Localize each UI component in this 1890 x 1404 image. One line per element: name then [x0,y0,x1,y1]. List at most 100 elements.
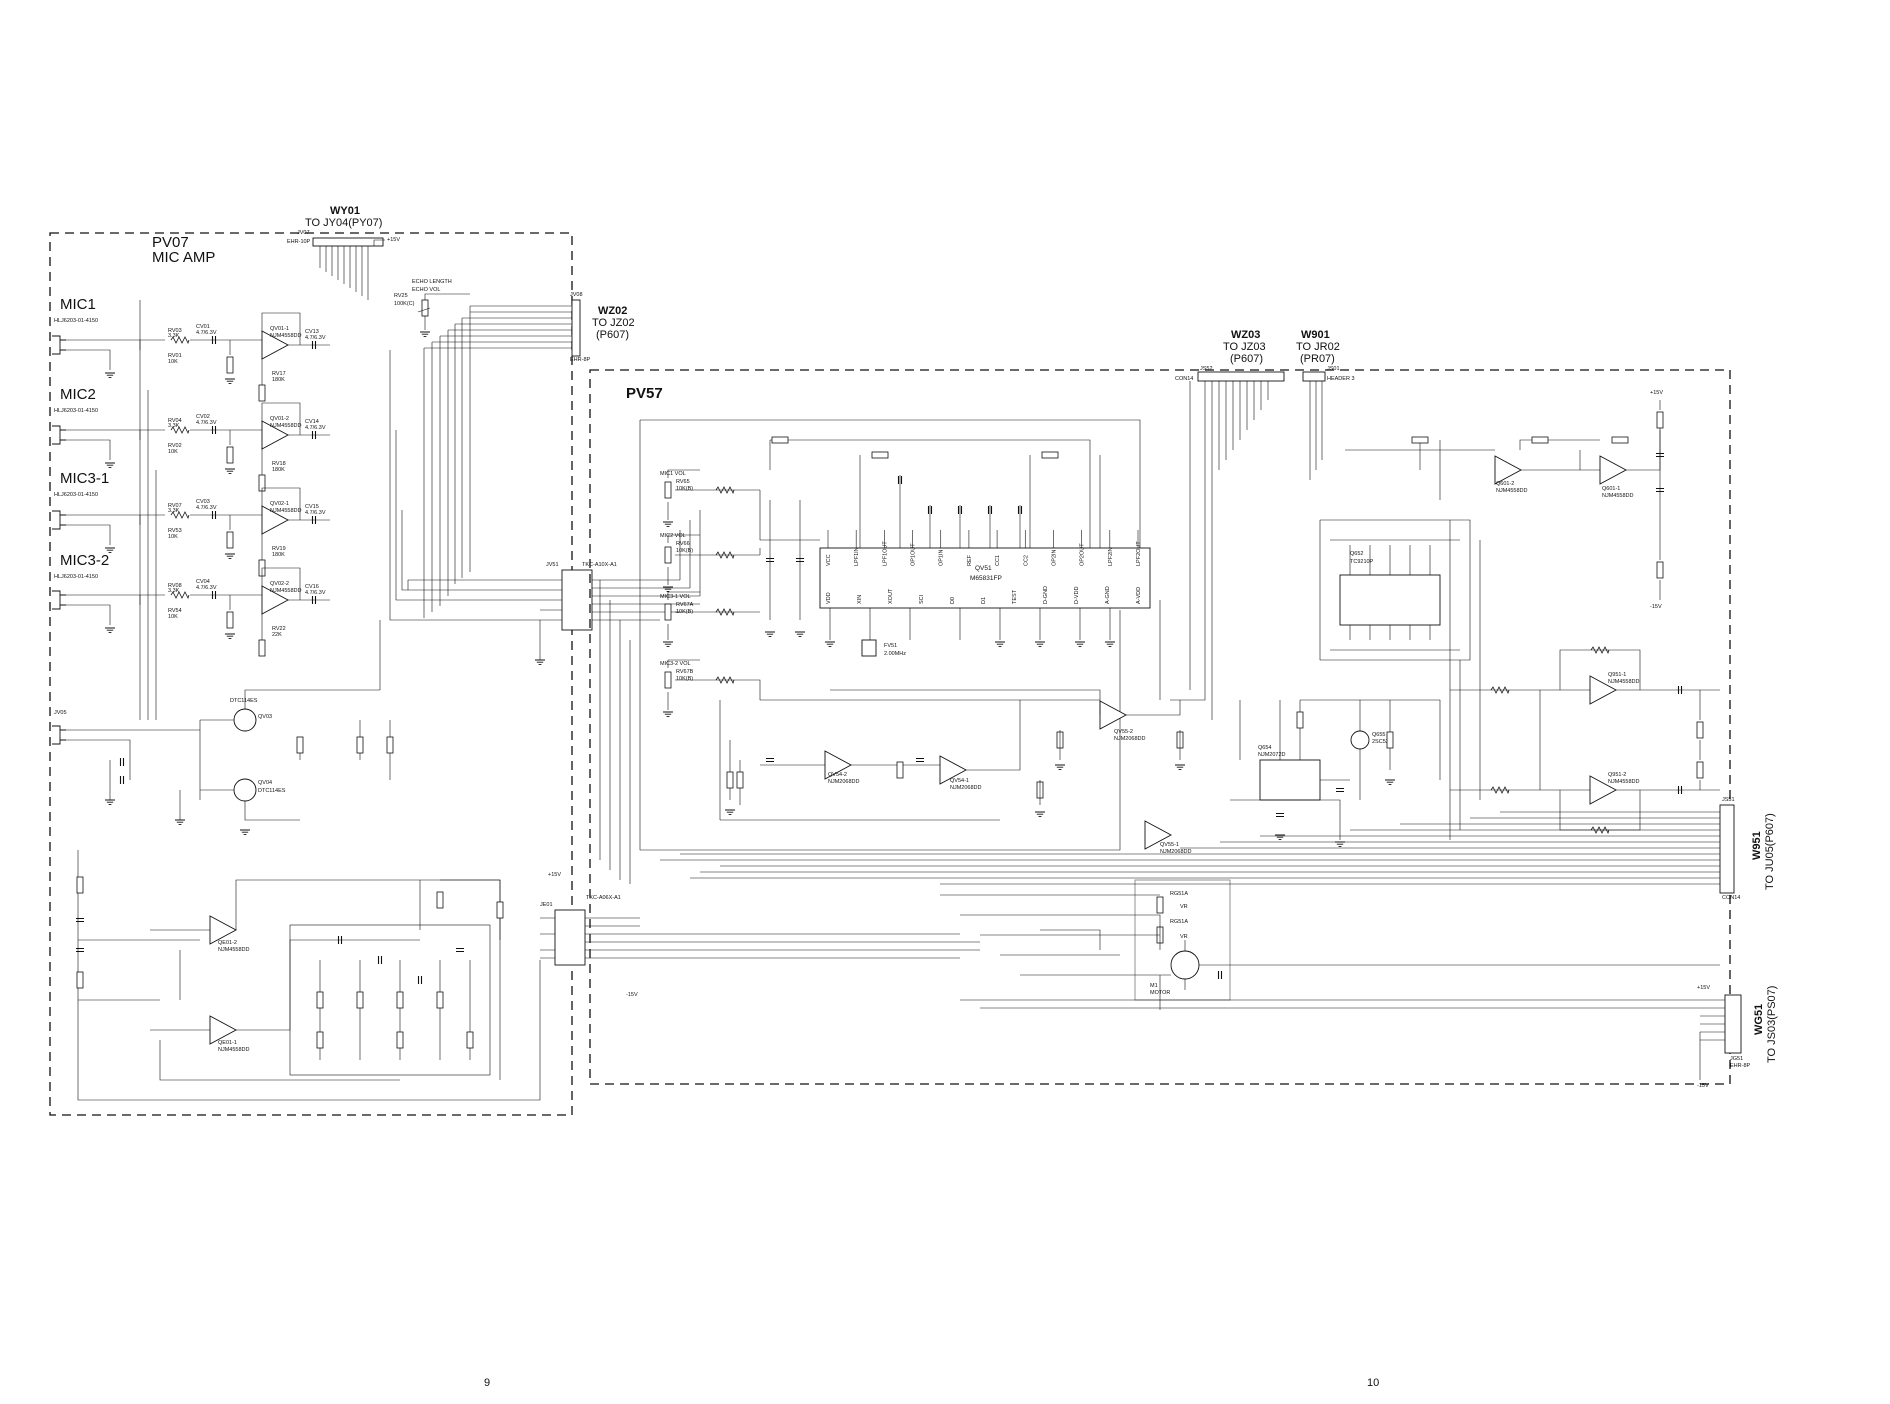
pv07-name: MIC AMP [152,249,215,266]
wz02-label: WZ02 [598,305,627,317]
opamp-ic: NJM4558DD [270,588,302,594]
js52-connector [1197,371,1285,382]
qv04-type: DTC114ES [258,788,286,794]
gnd-resistor-val: 10K [168,449,178,455]
page-number-right: 10 [1367,1377,1379,1389]
ic-pin-top: LPF2IN [1108,547,1114,566]
wz03-dest1: TO JZ03 [1223,341,1266,353]
output-cap-val: 4.7/6.3V [305,335,326,341]
rg51a-ref: RG51A [1170,891,1188,897]
qv55-1-ref: QV55-1 [1160,842,1179,848]
ic-pin-bottom: D-GND [1043,586,1049,604]
je01-type: TKC-A06X-A1 [586,895,621,901]
gnd-resistor-val: 10K [168,614,178,620]
ic-pin-bottom: XIN [857,595,863,604]
js51-ref: JS51 [1722,797,1735,803]
input-cap-val: 4.7/6.3V [196,505,217,511]
feedback-resistor-val: 180K [272,467,285,473]
wz02-dest1: TO JZ02 [592,317,635,329]
w951-label: W951 [1751,831,1763,860]
output-cap-val: 4.7/6.3V [305,425,326,431]
qe01-2-ref: QE01-2 [218,940,237,946]
mic3-1-vol-label: MIC3-1 VOL [660,594,691,600]
rv67b-ref: RV67B [676,669,694,675]
je01-vcc: +15V [548,872,561,878]
js51-type: CON14 [1722,895,1740,901]
mic-channels: QV01-1NJM4558DDRV033.3KCV014.7/6.3VRV011… [51,312,330,657]
input-resistor-ref: RV08 [168,583,182,589]
mic-channel-1: QV01-1NJM4558DDRV033.3KCV014.7/6.3VRV011… [51,312,330,402]
jv05-ref: JV05 [54,710,67,716]
input-cap-ref: CV03 [196,499,210,505]
pv07-board-outline [49,232,573,1116]
q951-1-ic: NJM4558DD [1608,679,1640,685]
fv51-val: 2.00MHz [884,651,906,657]
ic-pin-bottom: XOUT [888,588,894,604]
input-resistor-ref: RV07 [168,503,182,509]
rv67b-val: 10K(B) [676,676,693,682]
js01-ref: JS01 [1327,366,1340,372]
jv07-type: EHR-10P [287,239,311,245]
mic3-2-label: MIC3-2 [60,552,109,569]
rv65-val: 10K(B) [676,486,693,492]
wy01-dest: TO JY04(PY07) [305,217,382,229]
echo-vol-label: ECHO VOL [412,287,440,293]
rv66-ref: RV66 [676,541,690,547]
ic-pin-top: CC2 [1023,555,1029,566]
mic3-1-label: MIC3-1 [60,470,109,487]
input-cap-ref: CV02 [196,414,210,420]
opamp-ref: QV01-2 [270,416,289,422]
ic-pin-top: OP1OUT [911,543,917,566]
opamp-ic: NJM4558DD [270,333,302,339]
jg51-ref: JG51 [1730,1056,1743,1062]
feedback-resistor-val: 180K [272,552,285,558]
output-cap-val: 4.7/6.3V [305,510,326,516]
je01-ref: JE01 [540,902,553,908]
jv08-type: EHR-8P [570,357,591,363]
page-number-left: 9 [484,1377,490,1389]
output-cap-ref: CV13 [305,329,319,335]
wz03-label: WZ03 [1231,329,1260,341]
q652-ic-type: TC9210P [1350,559,1374,565]
qe01-1-ic: NJM4558DD [218,1047,250,1053]
q654-ref: Q654 [1258,745,1271,751]
mic3-1-part: HLJ6203-01-4150 [54,492,98,498]
motor-area [1134,879,1231,1001]
js52-ref: JS52 [1200,366,1213,372]
js01-connector [1302,371,1326,382]
output-cap-ref: CV16 [305,584,319,590]
feedback-resistor-ref: RV18 [272,461,286,467]
rg51a-vr: VR [1180,904,1188,910]
w951-dest: TO JU05(P607) [1764,813,1776,890]
wz02-dest2: (P607) [596,329,629,341]
fv51-crystal [861,639,877,657]
qv55-2-ic: NJM2068DD [1114,736,1146,742]
opamp-ic: NJM4558DD [270,508,302,514]
gnd-resistor-val: 10K [168,359,178,365]
ic-pin-top: REF [967,554,973,566]
qv04-transistor [233,778,257,802]
gnd-resistor-ref: RV02 [168,443,182,449]
qv03-ref: QV03 [258,714,272,720]
w901-dest1: TO JR02 [1296,341,1340,353]
q655-ref: Q655 [1372,732,1385,738]
q601-vcc: +15V [1650,390,1663,396]
jg51-type: EHR-8P [1730,1063,1751,1069]
q601-1-ic: NJM4558DD [1602,493,1634,499]
mic2-label: MIC2 [60,386,96,403]
ic-pin-top: CC1 [995,555,1001,566]
qv55-2-ref: QV55-2 [1114,729,1133,735]
q951-1-ref: Q951-1 [1608,672,1626,678]
w901-label: W901 [1301,329,1330,341]
q601-2-ref: Q601-2 [1496,481,1514,487]
fv51-ref: FV51 [884,643,897,649]
qv54-1-ref: QV54-1 [950,778,969,784]
feedback-resistor-ref: RV17 [272,371,286,377]
ic-pin-top: LPF1IN [854,547,860,566]
jv51-ref: JV51 [546,562,559,568]
q655-transistor [1350,730,1370,750]
je01-connector [554,909,586,966]
mic3-2-part: HLJ6203-01-4150 [54,574,98,580]
feedback-resistor-val: 22K [272,632,282,638]
